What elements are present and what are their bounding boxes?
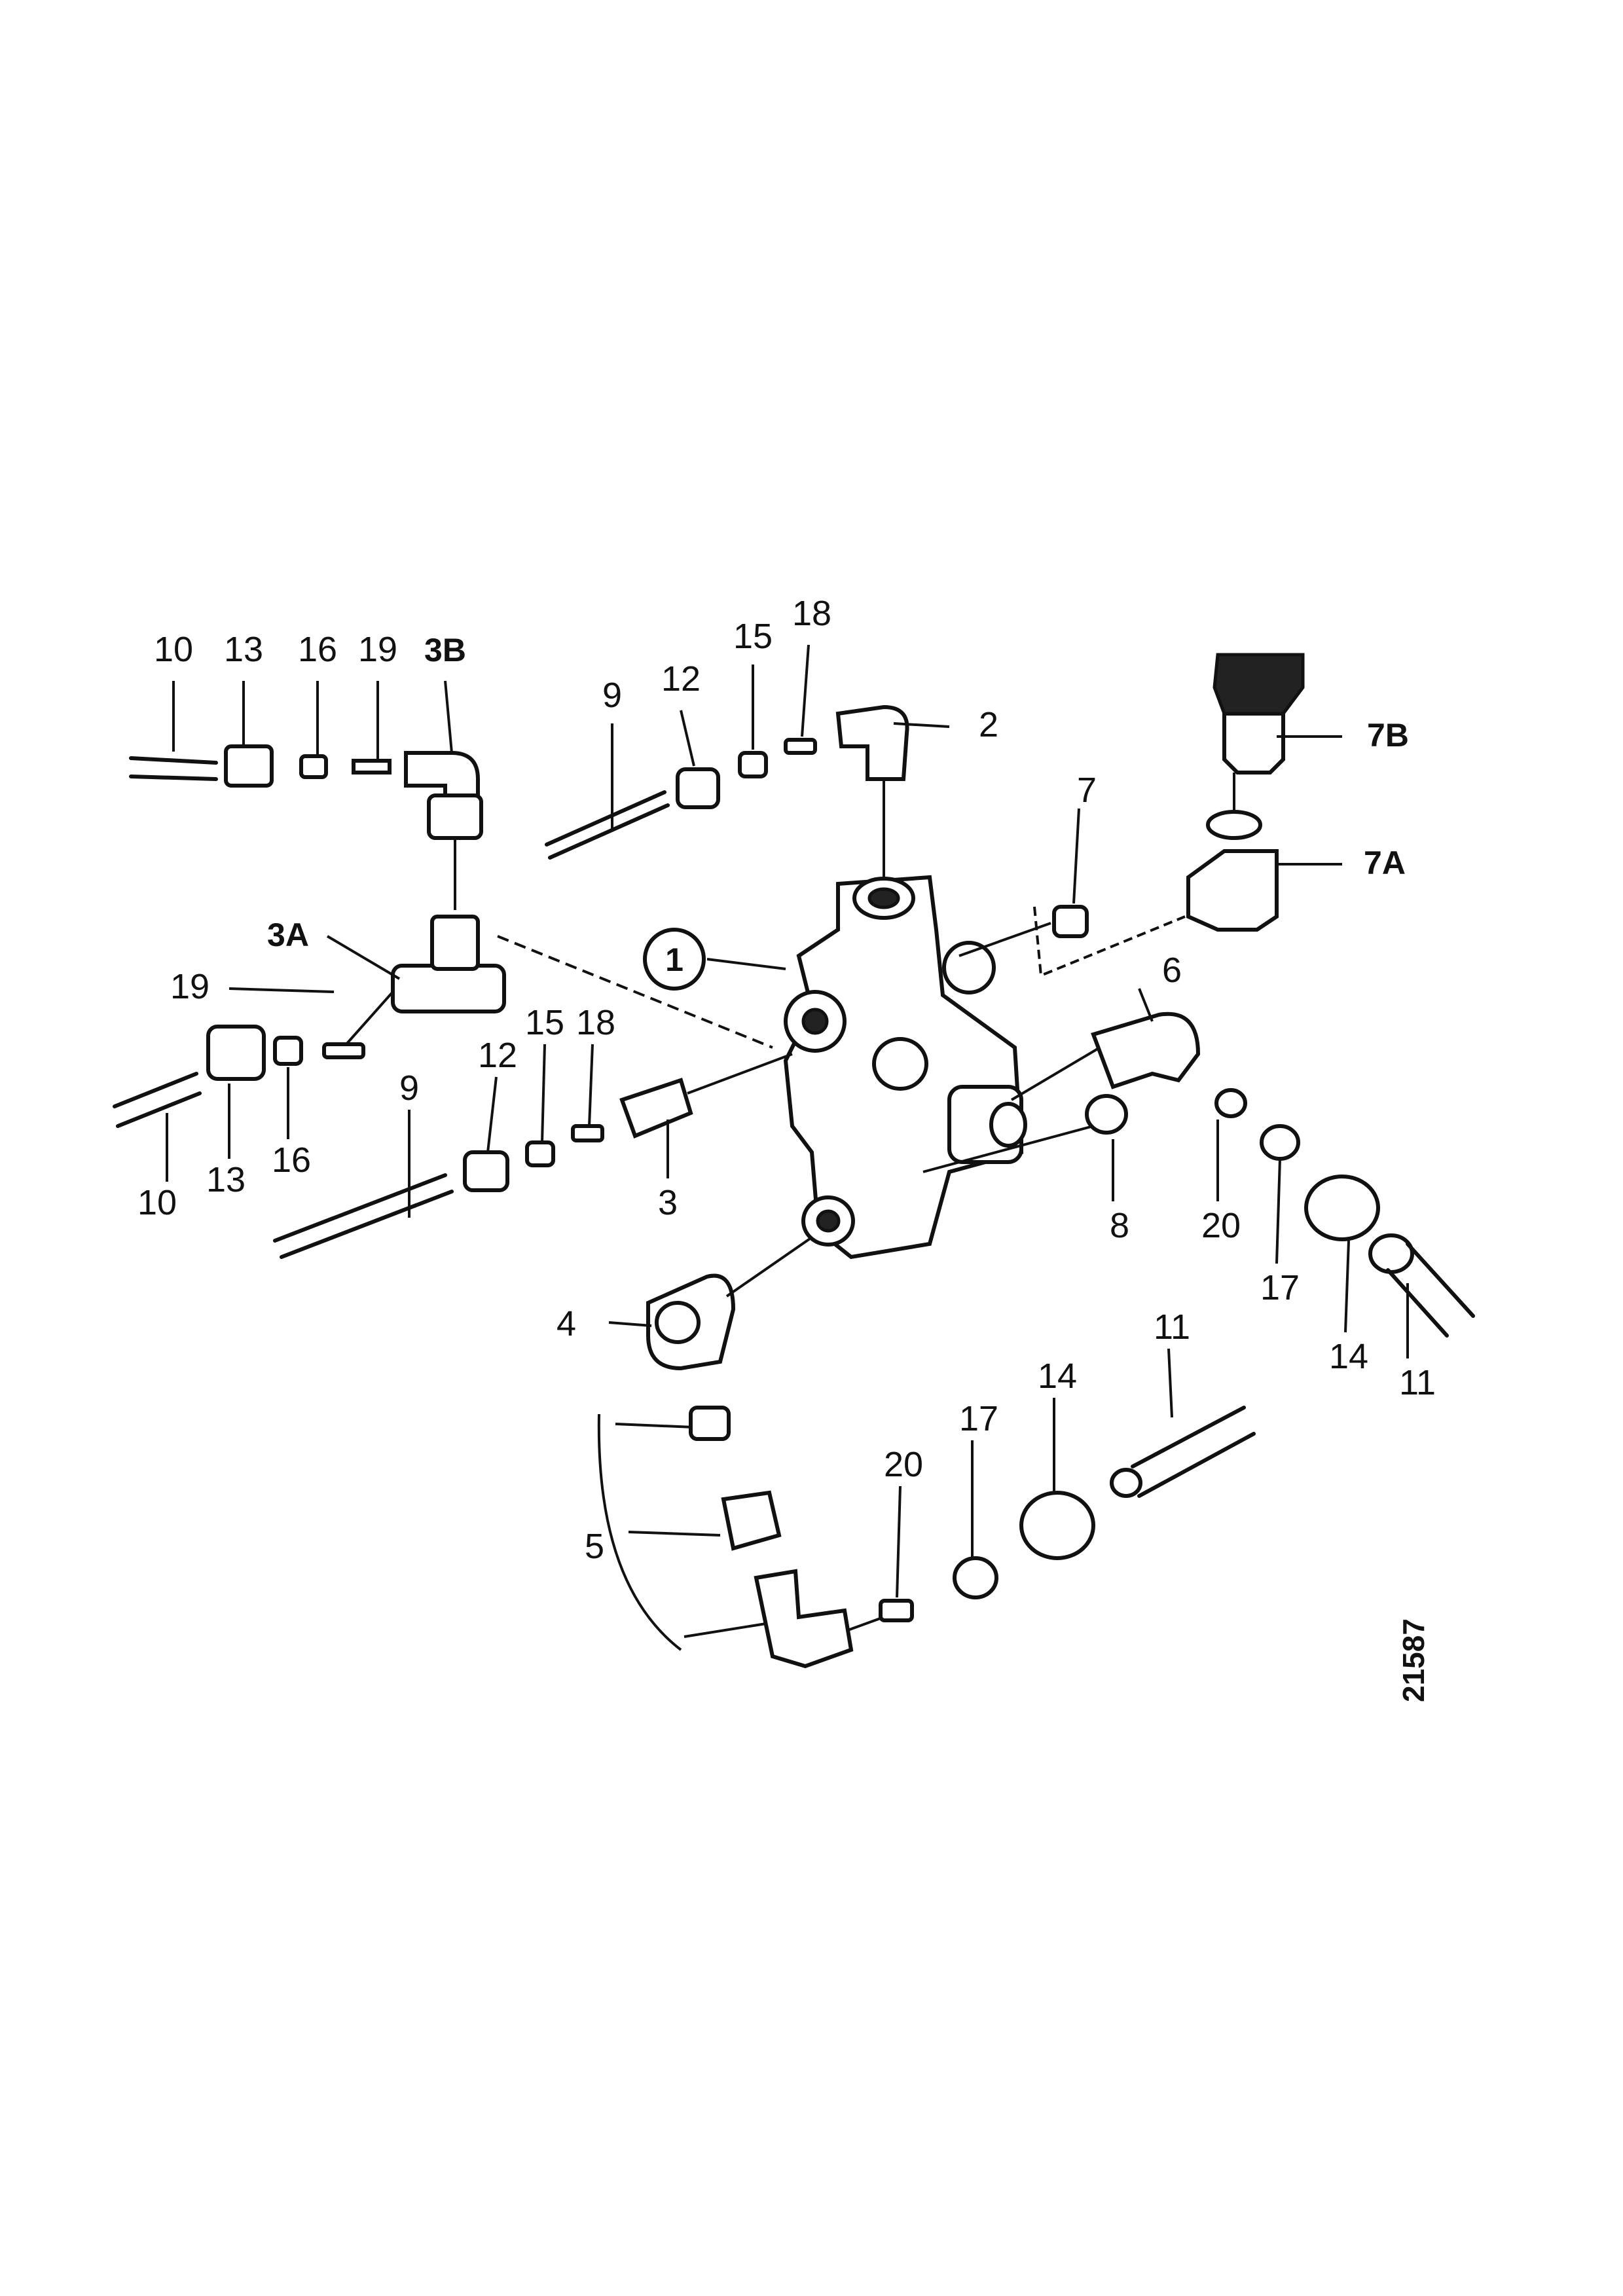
assembly-5 [597, 1406, 1256, 1669]
callout-circle [643, 928, 706, 991]
label-16-bottom-left: 16 [272, 1140, 311, 1180]
label-8: 8 [1110, 1206, 1129, 1245]
label-3a: 3A [267, 917, 309, 953]
tee-3a [391, 915, 773, 1049]
label-6: 6 [1162, 951, 1182, 990]
label-1: 1 [665, 941, 684, 978]
assembly-3 [273, 1053, 793, 1259]
label-13-bottom-left: 13 [206, 1160, 246, 1199]
label-17-bottom: 17 [959, 1399, 998, 1438]
label-3: 3 [658, 1183, 678, 1222]
label-3b: 3B [424, 632, 466, 668]
label-19-left: 19 [170, 967, 210, 1006]
part-labels: 10 13 16 19 3B 3A 19 10 13 16 9 12 15 18… [137, 594, 1436, 1702]
label-14-right: 14 [1329, 1337, 1368, 1376]
label-12-mid: 12 [478, 1036, 517, 1075]
label-10-top: 10 [154, 630, 193, 669]
label-19-top: 19 [358, 630, 397, 669]
figure-reference-number: 21587 [1396, 1618, 1431, 1702]
assembly-7 [958, 653, 1342, 977]
plug-8 [922, 1125, 1094, 1173]
label-16-top: 16 [298, 630, 337, 669]
leader-lines [166, 644, 1409, 1598]
label-4: 4 [556, 1304, 576, 1343]
label-12-top: 12 [661, 659, 701, 699]
label-11-bottom: 11 [1154, 1307, 1190, 1347]
label-13-top: 13 [224, 630, 263, 669]
label-20-bottom: 20 [884, 1445, 923, 1484]
assembly-top-middle [545, 704, 950, 881]
label-9-top: 9 [602, 676, 622, 715]
label-9-mid: 9 [399, 1068, 419, 1108]
label-7b: 7B [1367, 717, 1409, 754]
label-11-right: 11 [1399, 1363, 1436, 1402]
label-7a: 7A [1364, 845, 1406, 881]
label-2: 2 [979, 705, 998, 744]
label-15-top: 15 [733, 617, 773, 656]
label-15-mid: 15 [525, 1003, 564, 1042]
label-20-right: 20 [1201, 1206, 1241, 1245]
assembly-left-lower [113, 991, 394, 1128]
label-10-bottom-left: 10 [137, 1183, 177, 1222]
label-5: 5 [585, 1527, 604, 1566]
assembly-3b [129, 744, 483, 910]
elbow-4 [646, 1236, 813, 1371]
label-17-right: 17 [1260, 1268, 1300, 1307]
label-7: 7 [1077, 771, 1097, 810]
label-14-bottom: 14 [1038, 1357, 1077, 1396]
label-18-top: 18 [792, 594, 831, 633]
label-18-mid: 18 [576, 1003, 615, 1042]
assembly-6 [1010, 1011, 1475, 1338]
